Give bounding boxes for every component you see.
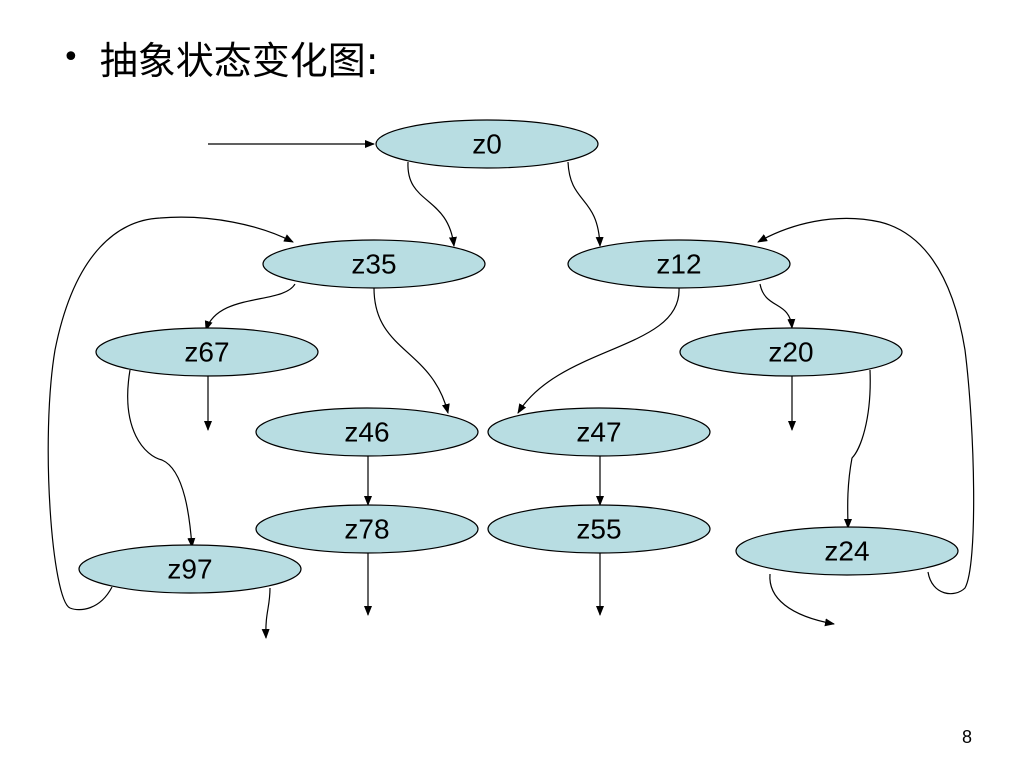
state-node-z24: z24 [735,526,959,576]
node-label: z67 [184,337,229,368]
node-ellipse [78,544,302,594]
state-node-z55: z55 [487,504,711,554]
node-label: z35 [351,249,396,280]
node-ellipse [487,407,711,457]
state-node-z47: z47 [487,407,711,457]
edge-z35-z67 [204,283,296,331]
edge-z12-z20 [759,283,796,329]
bullet-icon: • [62,39,80,75]
state-node-z78: z78 [255,504,479,554]
state-node-z97: z97 [78,544,302,594]
edge-z24-exit [769,573,835,627]
edge-z35-z46 [373,287,450,414]
node-ellipse [375,119,599,169]
node-ellipse [95,327,319,377]
node-ellipse [255,504,479,554]
edge-z0-z35 [407,161,457,247]
node-label: z55 [576,514,621,545]
node-label: z0 [472,129,502,160]
page-number: 8 [961,727,972,747]
edge-z24-z12 [757,217,975,595]
node-label: z97 [167,554,212,585]
edge-z0-z12 [567,161,604,247]
node-label: z46 [344,417,389,448]
node-ellipse [262,239,486,289]
slide-heading: • 抽象状态变化图: [62,30,379,85]
heading-text: 抽象状态变化图: [99,39,379,83]
edge-z12-z47 [517,287,680,414]
node-label: z24 [824,536,869,567]
node-label: z12 [656,249,701,280]
node-ellipse [255,407,479,457]
node-ellipse [679,327,903,377]
state-node-z12: z12 [567,239,791,289]
node-label: z47 [576,417,621,448]
node-ellipse [735,526,959,576]
node-ellipse [487,504,711,554]
state-node-z35: z35 [262,239,486,289]
node-label: z20 [768,337,813,368]
state-node-z46: z46 [255,407,479,457]
edge-z97-z35 [47,216,294,611]
edge-z97-exit [261,587,271,639]
edge-z20-z24 [843,369,871,529]
edge-z67-z97 [127,369,196,548]
node-ellipse [567,239,791,289]
state-node-z67: z67 [95,327,319,377]
state-node-z20: z20 [679,327,903,377]
node-label: z78 [344,514,389,545]
state-node-z0: z0 [375,119,599,169]
